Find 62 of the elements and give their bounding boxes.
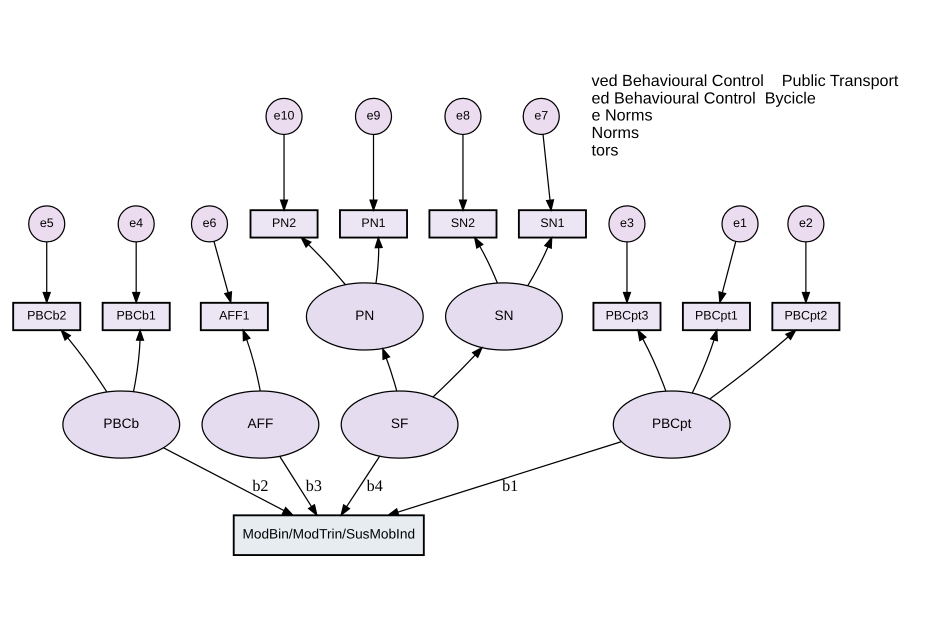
node-box: SN2	[428, 209, 498, 238]
node-ellipse: SN	[444, 282, 563, 351]
node-circle: e7	[522, 98, 560, 136]
arrow	[386, 441, 622, 516]
arrow	[132, 328, 144, 392]
arrow	[542, 134, 554, 212]
edge-label: b2	[252, 478, 269, 495]
arrow	[340, 456, 380, 517]
node-circle: e1	[721, 205, 759, 243]
node-circle: e5	[28, 205, 66, 243]
arrow	[622, 242, 632, 304]
arrow	[527, 236, 552, 286]
label: tors	[592, 141, 618, 160]
node-circle: e8	[444, 98, 482, 136]
arrow	[382, 347, 398, 392]
arrow	[802, 242, 810, 304]
label: e Norms	[592, 106, 653, 125]
label: Norms	[592, 124, 640, 142]
arrow	[163, 447, 295, 516]
arrow	[300, 236, 346, 285]
arrow	[458, 134, 468, 212]
arrow	[369, 134, 378, 212]
node-ellipse: AFF	[201, 390, 320, 459]
edge-label: b4	[366, 478, 383, 495]
arrow	[637, 328, 666, 392]
arrow	[132, 242, 141, 304]
node-ellipse: PBCb	[62, 390, 180, 459]
arrow	[718, 242, 736, 304]
node-circle: e4	[118, 205, 155, 243]
arrow	[60, 328, 108, 392]
node-circle: e6	[190, 205, 228, 243]
node-box: SN1	[518, 209, 587, 238]
node-circle: e2	[787, 205, 825, 243]
arrow	[710, 328, 798, 400]
node-box: PBCpt2	[771, 302, 840, 332]
node-box: PN1	[339, 209, 408, 238]
node-box: PBCb1	[102, 302, 171, 332]
node-circle: e9	[354, 98, 392, 136]
arrow	[242, 328, 261, 392]
arrow	[279, 456, 318, 517]
arrow	[432, 346, 484, 398]
node-circle: e10	[265, 98, 303, 136]
edge-label: b3	[306, 478, 322, 495]
node-box: PBCpt1	[682, 302, 751, 332]
node-box: PBCb2	[12, 302, 82, 332]
arrow	[692, 328, 718, 393]
node-ellipse: PBCpt	[612, 390, 731, 459]
edge-label: b1	[502, 478, 518, 495]
node-ellipse: PN	[306, 282, 424, 351]
node-ellipse: SF	[340, 390, 459, 459]
arrow	[374, 236, 384, 284]
label: ed Behavioural Control Bycicle	[592, 89, 816, 108]
node-box: PN2	[250, 209, 319, 238]
node-box: ModBin/ModTrin/SusMobInd	[232, 514, 425, 556]
node-circle: e3	[608, 205, 646, 243]
arrow	[42, 242, 52, 304]
node-box: PBCpt3	[592, 302, 662, 332]
label: ved Behavioural Control Public Transport	[592, 72, 898, 90]
arrow	[213, 242, 232, 304]
node-box: AFF1	[200, 302, 269, 332]
arrow	[280, 134, 288, 212]
arrow	[474, 236, 498, 284]
